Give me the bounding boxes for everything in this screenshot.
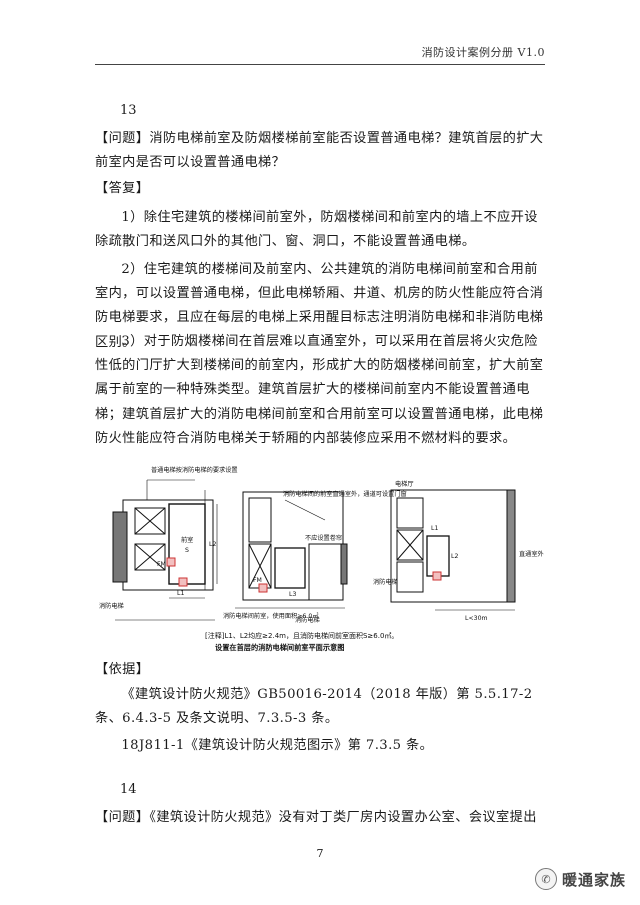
l1-label: L1	[177, 590, 184, 597]
area-s-label: S	[185, 547, 189, 554]
middle-plan-note: 消防电梯间的前室直通室外，通道可设置门窗	[283, 490, 407, 498]
answer-paragraph-3: 3）对于防烟楼梯间在首层难以直通室外，可以采用在首层将火灾危险性低的门厅扩大到楼…	[95, 334, 544, 446]
case-number-13: 13	[120, 103, 137, 118]
l1-label-right: L1	[431, 525, 438, 532]
answer-paragraph-1: 1）除住宅建筑的楼梯间前室外，防烟楼梯间和前室内的墙上不应开设除疏散门和送风口外…	[95, 210, 538, 250]
basis-paragraph-2: 18J811-1《建筑设计防火规范图示》第 7.3.5 条。	[121, 738, 434, 753]
header-title: 消防设计案例分册 V1.0	[421, 46, 545, 59]
basis-label: 【依据】	[95, 662, 150, 677]
no-roller-label: 不应设置卷帘	[305, 534, 342, 542]
fm-label-mid: FM	[253, 577, 262, 584]
middle-plan	[235, 491, 348, 609]
page-header: 消防设计案例分册 V1.0	[95, 38, 545, 65]
l2-label-right: L2	[451, 553, 458, 560]
left-plan	[112, 479, 218, 621]
distance-label: L<30m	[465, 615, 488, 622]
fire-elevator-label-right: 消防电梯	[373, 578, 398, 586]
case-number-14: 14	[120, 782, 137, 797]
watermark: ✆ 暖通家族	[534, 868, 626, 890]
elevator-hall-label: 电梯厅	[395, 480, 414, 488]
floor-plan-figure: 普通电梯按消防电梯的要求设置 前室 S FM L2 L1 消防电梯 消防电梯间的…	[95, 460, 547, 652]
fm-label: FM	[157, 561, 166, 568]
l2-label: L2	[209, 541, 216, 548]
basis-paragraph-1: 《建筑设计防火规范》GB50016-2014（2018 年版）第 5.5.17-…	[95, 687, 533, 727]
right-plan	[390, 489, 516, 611]
direct-out-label: 直通室外	[519, 550, 544, 558]
floor-plan-diagram: 普通电梯按消防电梯的要求设置 前室 S FM L2 L1 消防电梯 消防电梯间的…	[99, 466, 544, 652]
watermark-text: 暖通家族	[561, 870, 626, 889]
fire-elevator-label-mid: 消防电梯	[295, 616, 320, 624]
figure-title: 设置在首层的消防电梯间前室平面示意图	[215, 643, 344, 652]
front-room-extended-label: 消防电梯间前室，使用面积≥6.0㎡	[223, 612, 319, 620]
question-13: 【问题】消防电梯前室及防烟楼梯前室能否设置普通电梯？建筑首层的扩大前室内是否可以…	[95, 131, 544, 171]
left-plan-note: 普通电梯按消防电梯的要求设置	[151, 466, 238, 474]
page-number: 7	[316, 847, 324, 860]
figure-note: [注释]L1、L2均应≥2.4m，且消防电梯间前室面积S≥6.0㎡。	[205, 631, 398, 640]
fire-elevator-label-left: 消防电梯	[99, 602, 124, 610]
answer-paragraph-2: 2）住宅建筑的楼梯间及前室内、公共建筑的消防电梯间前室和合用前室内，可以设置普通…	[95, 262, 544, 350]
wechat-icon: ✆	[534, 868, 557, 890]
question-14: 【问题】《建筑设计防火规范》没有对丁类厂房内设置办公室、会议室提出	[95, 810, 537, 825]
answer-label: 【答复】	[95, 181, 150, 196]
l3-label: L3	[289, 591, 296, 598]
front-room-label: 前室	[181, 536, 193, 544]
